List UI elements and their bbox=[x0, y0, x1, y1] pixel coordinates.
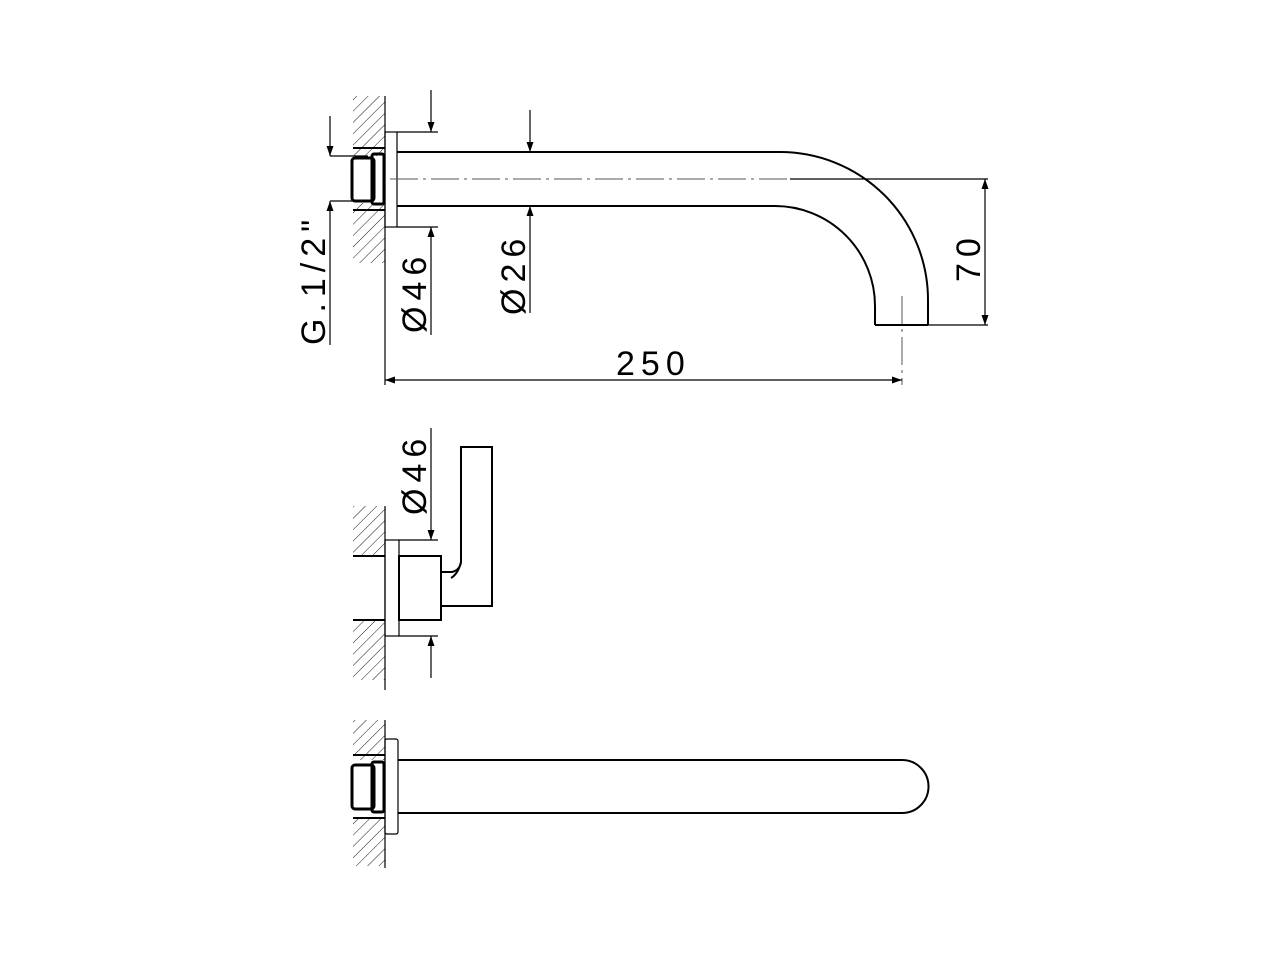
mixer-lever bbox=[441, 446, 493, 607]
mixer-body bbox=[398, 555, 442, 621]
wall-hatch bbox=[353, 96, 386, 385]
mixer-flange-diameter-dimension: Ø46 bbox=[396, 428, 438, 678]
spout-pipe bbox=[397, 151, 929, 326]
spout-side-view: G.1/2" Ø46 Ø26 70 250 bbox=[295, 90, 989, 385]
pipe-diameter-dimension: Ø26 bbox=[495, 110, 534, 315]
projection-length-dimension: 250 bbox=[385, 345, 902, 384]
wall-hatch bbox=[353, 720, 386, 868]
thread-label: G.1/2" bbox=[295, 214, 333, 345]
spout-pipe-top bbox=[398, 759, 930, 814]
mixer-flange bbox=[384, 539, 400, 637]
spout-top-view bbox=[350, 720, 930, 868]
thread-connector bbox=[350, 760, 386, 814]
mixer-flange-diameter-label: Ø46 bbox=[396, 433, 434, 515]
drop-height-label: 70 bbox=[950, 232, 988, 282]
projection-length-label: 250 bbox=[616, 345, 691, 383]
thread-dimension: G.1/2" bbox=[295, 116, 368, 345]
flange-diameter-dimension: Ø46 bbox=[396, 90, 438, 335]
wall-flange bbox=[384, 738, 399, 835]
flange-diameter-label: Ø46 bbox=[396, 251, 434, 333]
drop-height-dimension: 70 bbox=[790, 178, 989, 326]
mixer-side-view: Ø46 bbox=[353, 428, 493, 690]
wall-hatch bbox=[353, 506, 386, 690]
pipe-diameter-label: Ø26 bbox=[495, 233, 533, 315]
